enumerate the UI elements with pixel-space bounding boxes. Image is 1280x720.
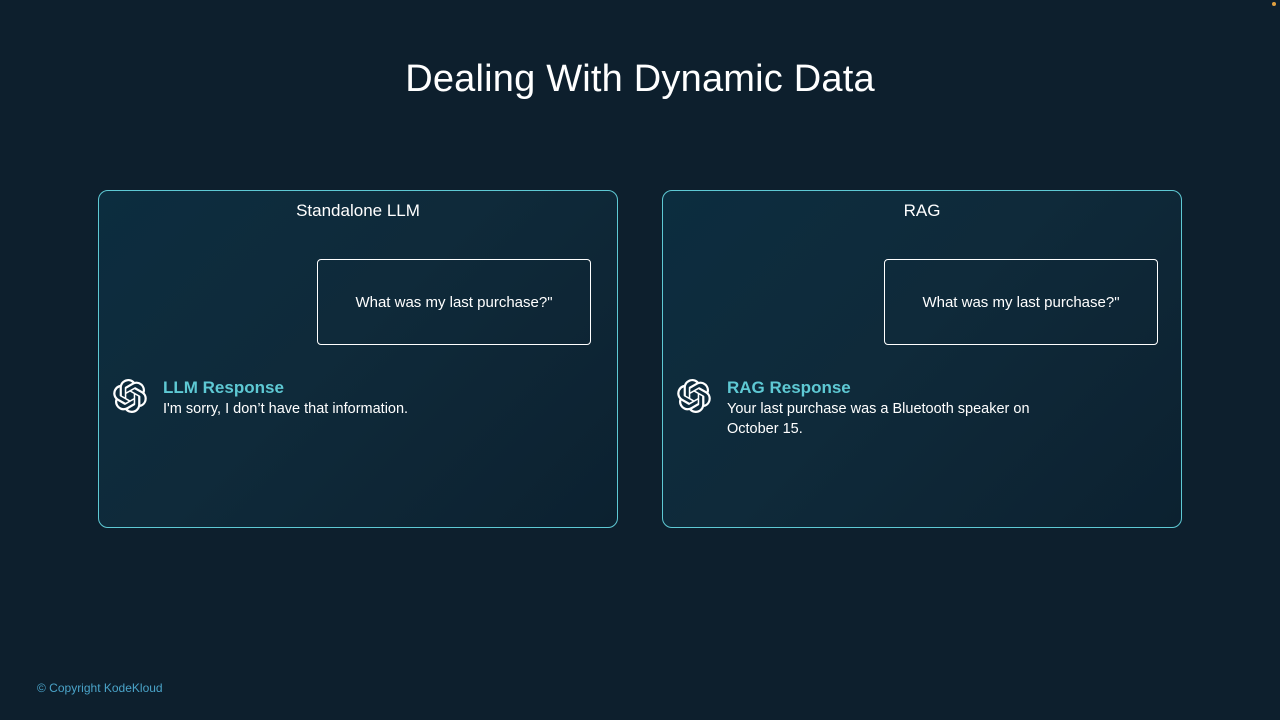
response-body: I'm sorry, I don’t have that information…	[163, 400, 409, 417]
user-query-text: What was my last purchase?"	[922, 293, 1120, 311]
copyright-notice: © Copyright KodeKloud	[37, 681, 163, 695]
response-label: LLM Response	[163, 378, 284, 397]
user-query-bubble: What was my last purchase?"	[884, 259, 1158, 345]
panel-title: RAG	[903, 201, 941, 220]
corner-indicator-dot	[1272, 2, 1276, 6]
openai-logo-icon	[677, 379, 711, 413]
user-query-text: What was my last purchase?"	[355, 293, 553, 311]
response-body: Your last purchase was a Bluetooth speak…	[727, 400, 1030, 437]
page-title: Dealing With Dynamic Data	[405, 58, 875, 100]
rag-response: RAG Response Your last purchase was a Bl…	[677, 378, 1157, 439]
llm-response: LLM Response I'm sorry, I don’t have tha…	[113, 378, 593, 419]
standalone-llm-panel: Standalone LLM What was my last purchase…	[98, 190, 618, 528]
rag-panel: RAG What was my last purchase?" RAG Resp…	[662, 190, 1182, 528]
user-query-bubble: What was my last purchase?"	[317, 259, 591, 345]
response-label: RAG Response	[727, 378, 851, 397]
panel-title: Standalone LLM	[296, 201, 420, 220]
openai-logo-icon	[113, 379, 147, 413]
